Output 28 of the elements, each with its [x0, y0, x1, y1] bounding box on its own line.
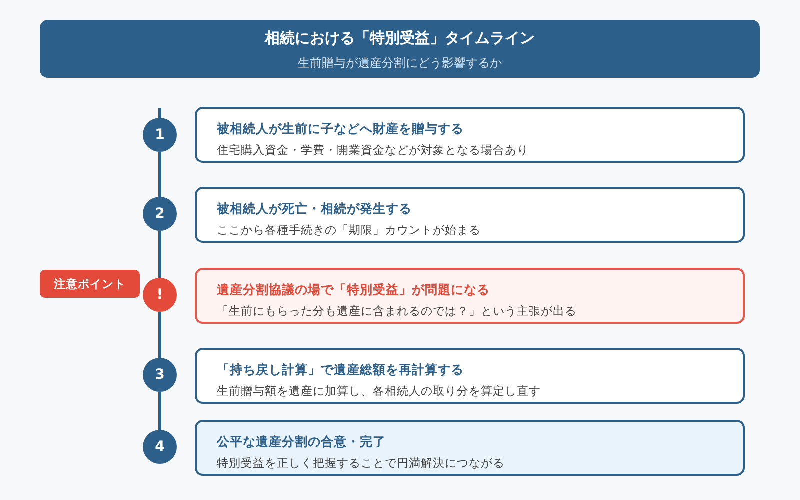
- subtitle: 生前贈与が遺産分割にどう影響するか: [297, 55, 503, 72]
- title: 相続における「特別受益」タイムライン: [264, 29, 536, 48]
- timeline-line: [158, 392, 162, 430]
- timeline-line: [158, 312, 162, 358]
- step-card: [195, 187, 745, 243]
- step-heading: 「持ち戻し計算」で遺産総額を再計算する: [217, 362, 464, 379]
- step-description: 「生前にもらった分も遺産に含まれるのでは？」という主張が出る: [217, 304, 577, 319]
- timeline-line: [158, 231, 162, 278]
- step-card: [195, 420, 745, 476]
- step-number-circle: 1: [143, 118, 177, 152]
- timeline-line: [158, 108, 162, 118]
- step-description: 住宅購入資金・学費・開業資金などが対象となる場合あり: [217, 143, 529, 158]
- warning-step-circle: !: [143, 278, 177, 312]
- step-description: ここから各種手続きの「期限」カウントが始まる: [217, 223, 481, 238]
- step-number-circle: 4: [143, 430, 177, 464]
- step-card: [195, 348, 745, 404]
- step-heading: 遺産分割協議の場で「特別受益」が問題になる: [217, 282, 490, 299]
- step-card: [195, 107, 745, 163]
- warning-badge: 注意ポイント: [40, 270, 140, 298]
- step-description: 生前贈与額を遺産に加算し、各相続人の取り分を算定し直す: [217, 384, 541, 399]
- step-description: 特別受益を正しく把握することで円満解決につながる: [217, 456, 505, 471]
- step-heading: 公平な遺産分割の合意・完了: [217, 434, 386, 451]
- step-number-circle: 2: [143, 197, 177, 231]
- step-card: [195, 268, 745, 324]
- step-heading: 被相続人が死亡・相続が発生する: [217, 201, 412, 218]
- step-number-circle: 3: [143, 358, 177, 392]
- timeline-line: [158, 152, 162, 197]
- step-heading: 被相続人が生前に子などへ財産を贈与する: [217, 121, 464, 138]
